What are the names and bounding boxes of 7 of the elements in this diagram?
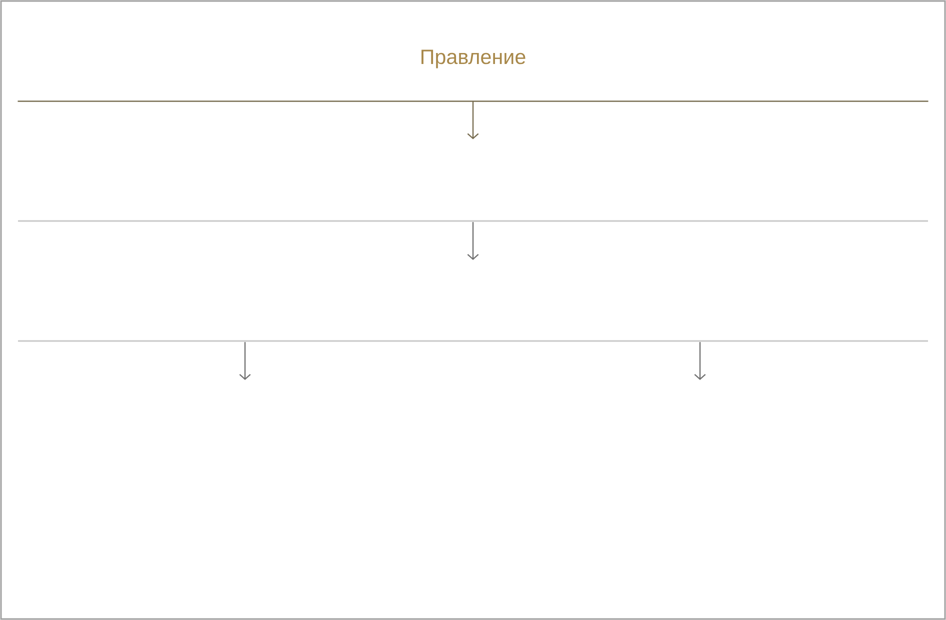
arrow	[467, 222, 479, 260]
heading-band: Правление	[18, 50, 928, 102]
horizontal-line	[18, 220, 928, 222]
arrow	[467, 101, 479, 140]
arrow	[694, 342, 706, 380]
arrow	[239, 342, 251, 380]
horizontal-line	[18, 340, 928, 342]
